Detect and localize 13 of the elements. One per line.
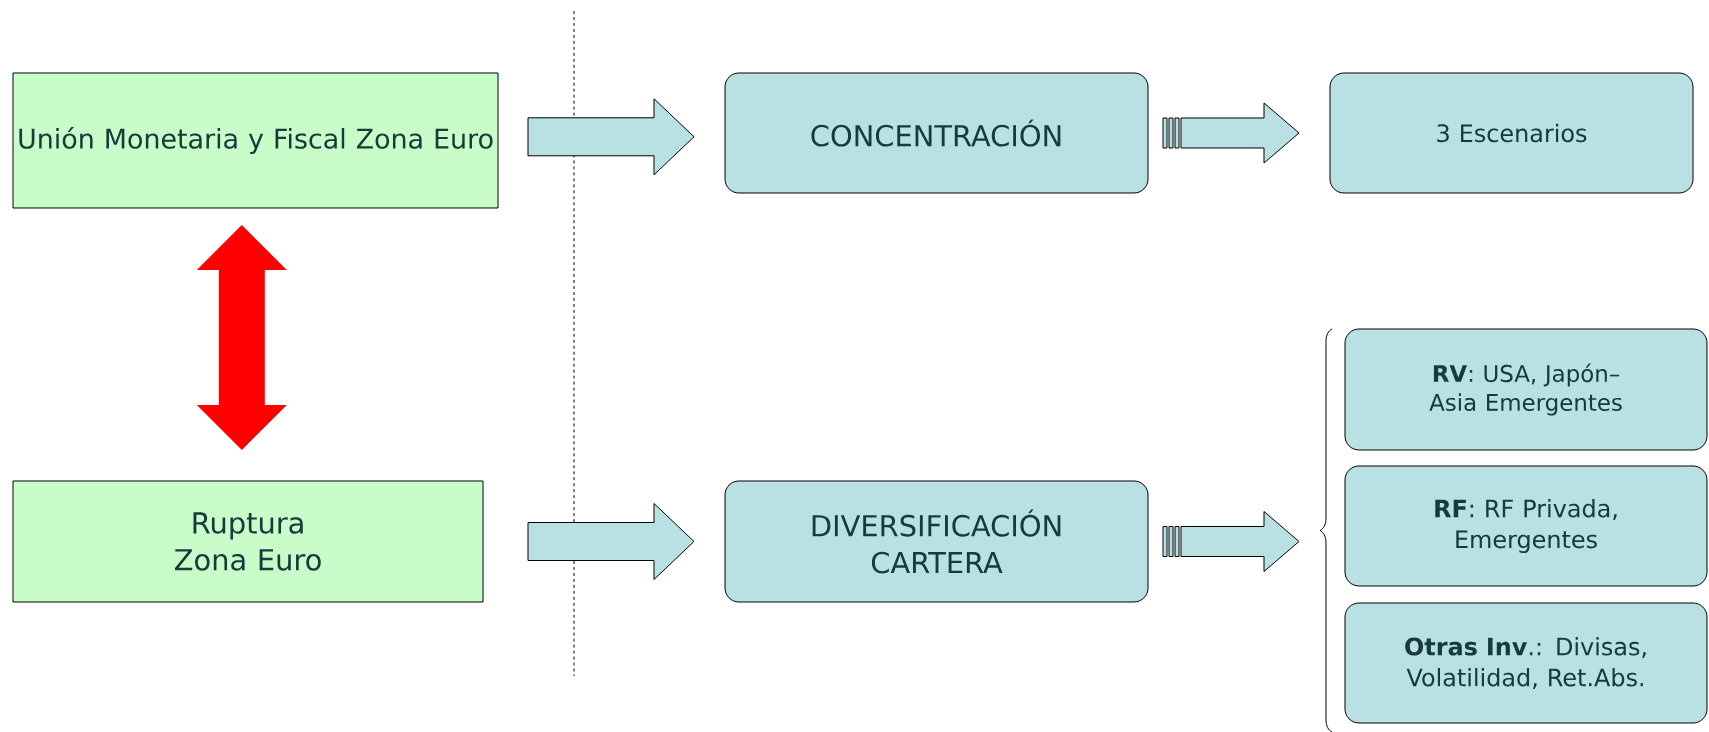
scenario-box: Ruptura Zona Euro (12, 480, 484, 603)
asset-box: Otras Inv.: Divisas, Volatilidad, Ret.Abs. (1344, 602, 1708, 724)
scenario-box: Unión Monetaria y Fiscal Zona Euro (12, 72, 499, 209)
process-box: 3 Escenarios (1329, 72, 1694, 194)
block-arrow (527, 503, 695, 580)
process-box: DIVERSIFICACIÓN CARTERA (724, 480, 1149, 603)
block-arrow (1162, 511, 1300, 572)
block-arrow (1162, 102, 1300, 164)
asset-box: RV: USA, Japón–Asia Emergentes (1344, 328, 1708, 451)
asset-box: RF: RF Privada, Emergentes (1344, 465, 1708, 587)
block-arrow (527, 98, 695, 176)
process-box: CONCENTRACIÓN (724, 72, 1149, 194)
block-arrow (196, 225, 287, 450)
